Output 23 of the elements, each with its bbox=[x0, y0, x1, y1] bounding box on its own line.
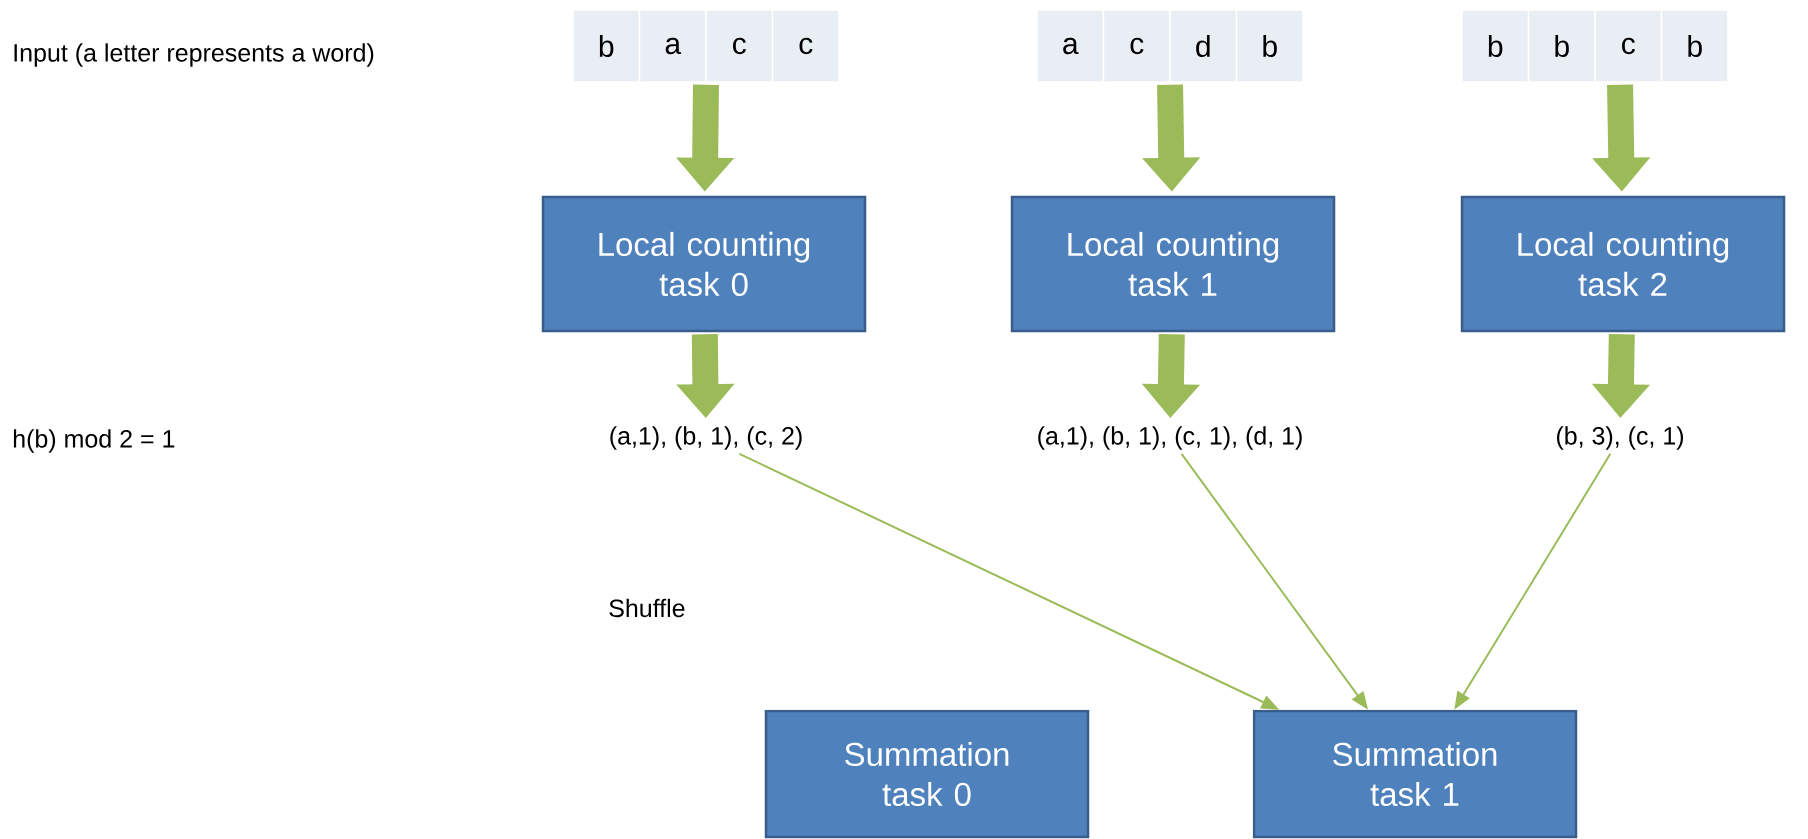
input-cell: b bbox=[1527, 9, 1596, 83]
process-box: Local counting task 2 bbox=[1460, 195, 1786, 333]
input-cell: b bbox=[572, 9, 641, 83]
input-cell: c bbox=[705, 9, 774, 83]
input-cell: c bbox=[771, 9, 840, 83]
side-label: Input (a letter represents a word) bbox=[14, 43, 374, 67]
tuple-list: (a,1), (b, 1), (c, 2) bbox=[610, 426, 802, 450]
process-box: Summation task 0 bbox=[764, 709, 1090, 839]
process-box: Local counting task 0 bbox=[541, 195, 867, 333]
input-cell: b bbox=[1235, 9, 1304, 83]
side-label: Shuffle bbox=[609, 598, 685, 618]
input-cell: c bbox=[1594, 9, 1663, 83]
input-cell: a bbox=[638, 9, 707, 83]
side-label: h(b) mod 2 = 1 bbox=[13, 429, 175, 453]
process-box: Summation task 1 bbox=[1252, 709, 1578, 839]
tuple-list: (b, 3), (c, 1) bbox=[1556, 426, 1684, 450]
input-cell: b bbox=[1461, 9, 1530, 83]
input-cell: a bbox=[1036, 9, 1105, 83]
input-cell: d bbox=[1169, 9, 1238, 83]
input-cell: b bbox=[1660, 9, 1729, 83]
tuple-list: (a,1), (b, 1), (c, 1), (d, 1) bbox=[1038, 426, 1302, 450]
process-box: Local counting task 1 bbox=[1010, 195, 1336, 333]
input-cell: c bbox=[1102, 9, 1171, 83]
